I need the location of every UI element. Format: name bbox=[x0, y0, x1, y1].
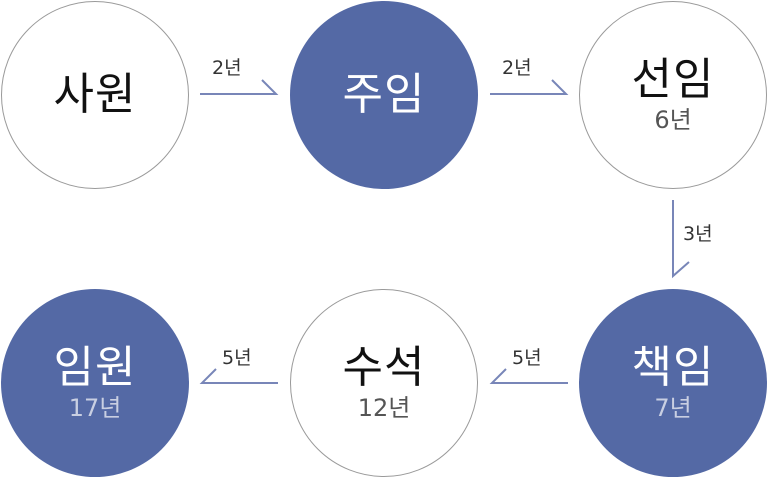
edge-label-1: 2년 bbox=[212, 57, 242, 79]
edge-label-4: 5년 bbox=[512, 347, 542, 369]
edge-label-2: 2년 bbox=[502, 57, 532, 79]
node-staff: 사원 bbox=[1, 1, 189, 189]
node-executive: 임원 17년 bbox=[1, 289, 189, 477]
node-principal: 책임 7년 bbox=[579, 289, 767, 477]
node-years: 17년 bbox=[68, 394, 122, 422]
node-title: 선임 bbox=[631, 54, 715, 105]
node-years: 6년 bbox=[654, 106, 692, 134]
node-years: 7년 bbox=[654, 394, 692, 422]
node-title: 수석 bbox=[342, 342, 426, 393]
edge-label-3: 3년 bbox=[683, 223, 713, 245]
node-senior: 선임 6년 bbox=[579, 1, 767, 189]
arrow-2 bbox=[490, 79, 569, 95]
node-associate: 주임 bbox=[290, 1, 478, 189]
node-title: 임원 bbox=[53, 342, 137, 393]
node-title: 주임 bbox=[342, 69, 426, 120]
arrow-5 bbox=[199, 368, 278, 384]
node-title: 책임 bbox=[631, 342, 715, 393]
node-chief: 수석 12년 bbox=[290, 289, 478, 477]
arrow-4 bbox=[489, 368, 568, 384]
arrow-1 bbox=[200, 79, 279, 95]
node-title: 사원 bbox=[53, 69, 137, 120]
node-years: 12년 bbox=[357, 394, 411, 422]
edge-label-5: 5년 bbox=[222, 347, 252, 369]
